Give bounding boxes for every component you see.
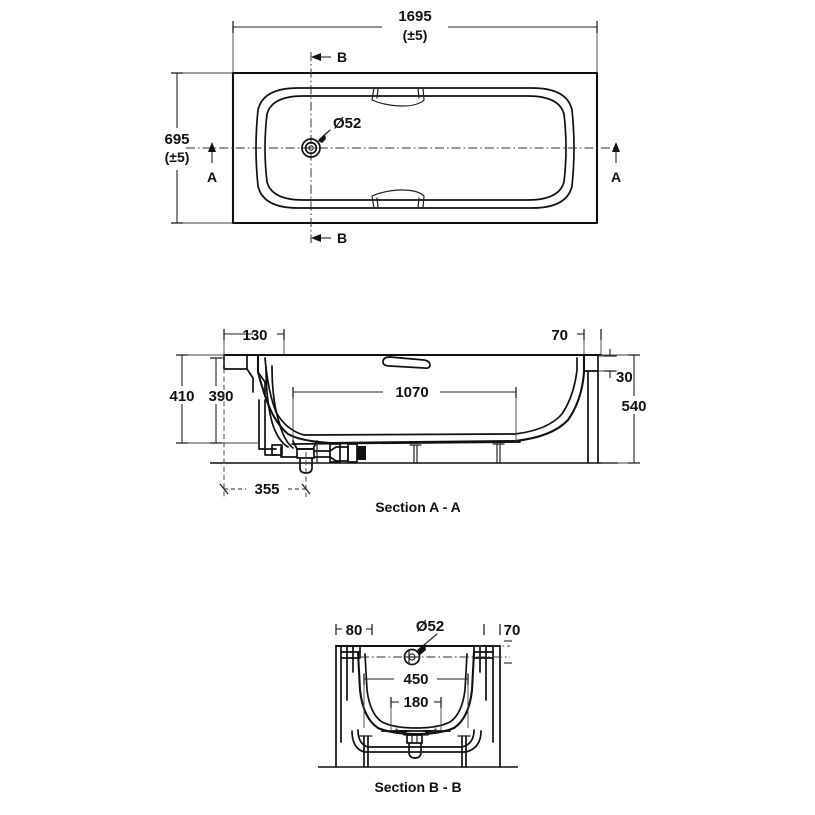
plan-width-tolerance: (±5) [403,27,428,43]
sec-bb-waste-callout: Ø52 [403,618,444,666]
sec-bb-left-rim-detail [340,645,361,743]
sec-bb-dim-70: 70 [483,622,521,639]
plan-grip-top [371,87,425,107]
sec-bb-inner-top-width-value: 450 [403,671,428,688]
sec-aa-dim-540: 540 [601,354,647,464]
sec-bb-dim-180: 180 [390,694,442,731]
section-label-b-top: B [337,49,347,65]
sec-aa-inner-depth-value: 390 [208,388,233,405]
section-mark-b-bottom: B [311,230,347,246]
sec-aa-overflow-pipe [258,365,294,456]
sec-aa-left-offset-value: 130 [242,327,267,344]
sec-aa-bath-profile [256,354,586,445]
plan-depth-tolerance: (±5) [165,149,190,165]
plan-bowl-inner [264,95,567,201]
sec-aa-bath-inner-line [264,357,578,436]
sec-bb-bowl-outer [356,650,476,736]
sec-aa-dim-390: 390 [208,357,258,444]
sec-aa-rim-height-value: 410 [169,388,194,405]
sec-bb-dim-80: 80 [335,622,373,639]
sec-bb-left-offset-value: 80 [346,622,363,639]
sec-bb-legs [359,735,471,768]
sec-bb-right-rim-detail [473,645,494,743]
section-label-a-right: A [611,169,621,185]
sec-aa-rim-thickness-value: 30 [616,369,633,386]
section-label-a-left: A [207,169,217,185]
section-aa-title: Section A - A [375,499,461,515]
sec-aa-dim-410: 410 [169,354,258,444]
sec-aa-right-rim-detail [583,354,599,463]
sec-aa-dim-30: 30 [598,349,633,386]
sec-bb-cradle-frame [351,729,482,753]
plan-depth-value: 695 [164,131,189,148]
plan-rim-outer [255,87,575,209]
sec-aa-dim-70: 70 [551,327,602,344]
sec-aa-grip-slot [382,356,431,370]
section-label-b-bottom: B [337,230,347,246]
plan-grip-bottom [371,189,425,209]
section-a-a-view: 130 70 [169,327,646,515]
sec-bb-dim-450: 450 [363,671,469,728]
plan-width-value: 1695 [398,8,431,25]
sec-bb-right-offset-value: 70 [504,622,521,639]
plan-waste-label: Ø52 [333,115,361,132]
section-mark-b-top: B [311,49,347,65]
sec-aa-legs [409,443,505,464]
sec-aa-base-length-value: 1070 [395,384,428,401]
sec-bb-waste-label: Ø52 [416,618,444,635]
sec-bb-base-width-value: 180 [403,694,428,711]
section-b-b-view: 80 70 Ø52 [318,618,520,795]
plan-view: 1695 (±5) 695 (±5) [164,8,621,246]
plan-depth-dimension: 695 (±5) [164,72,236,224]
sec-aa-waste-offset-value: 355 [254,481,279,498]
section-bb-title: Section B - B [374,779,461,795]
sec-aa-waste-assembly [271,440,366,474]
sec-bb-bowl-inner [364,653,468,729]
sec-aa-right-offset-value: 70 [551,327,568,344]
plan-width-dimension: 1695 (±5) [232,8,598,78]
section-mark-a-right: A [611,142,621,185]
sec-bb-waste-trap [406,734,423,759]
plan-waste-outlet: Ø52 [301,115,361,158]
sec-aa-dim-1070: 1070 [292,384,517,443]
sec-aa-dim-130: 130 [223,327,285,344]
sec-aa-overall-height-value: 540 [621,398,646,415]
sec-aa-dim-355: 355 [219,352,311,498]
section-mark-a-left: A [207,142,217,185]
